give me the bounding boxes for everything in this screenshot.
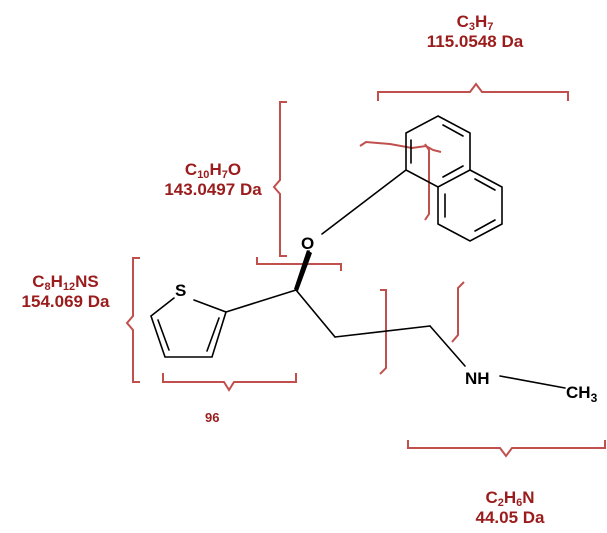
bond-chain-1 <box>295 289 336 338</box>
thiophene-ring-inner <box>157 317 220 352</box>
fragment-label-c3h7: C3H7 115.0548 Da <box>400 12 550 52</box>
cut-mark-chain-2 <box>451 281 465 343</box>
atom-sulfur: S <box>175 281 186 300</box>
naphthalene-ring-b-inner <box>444 178 496 232</box>
fragment-brackets <box>125 82 606 458</box>
bond-nh-ch3 <box>499 375 566 389</box>
naphthalene-ring-a-inner <box>410 124 464 178</box>
atom-amine: NH <box>465 369 490 388</box>
atom-methyl: CH3 <box>566 383 598 405</box>
bracket-c3h7 <box>377 82 569 101</box>
fragment-formula-c3h7: C3H7 <box>456 12 494 33</box>
fragment-label-c8h12ns: C8H12NS 154.069 Da <box>3 272 128 312</box>
atom-oxygen: O <box>301 234 314 253</box>
bracket-c2h6n <box>407 440 606 458</box>
cut-mark-o-top <box>256 257 342 271</box>
bracket-thiophene <box>162 373 297 392</box>
bracket-c10h7o <box>272 101 287 257</box>
atom-methyl-sub: 3 <box>591 391 598 405</box>
fragment-mass-c3h7: 115.0548 Da <box>426 32 524 51</box>
fragment-formula-c2h6n: C2H6N <box>485 488 535 509</box>
cut-mark-ring-left <box>359 140 442 153</box>
bonds <box>150 115 566 389</box>
fragment-label-c10h7o: C10H7O 143.0497 Da <box>143 160 283 200</box>
fragment-mass-c8h12ns: 154.069 Da <box>21 292 110 311</box>
naphthalene-ring-b <box>437 169 503 242</box>
fragment-formula-c10h7o: C10H7O <box>184 160 242 181</box>
cut-mark-chain-1 <box>379 289 387 375</box>
fragment-mass-c2h6n: 44.05 Da <box>475 508 545 527</box>
fragment-label-c2h6n: C2H6N 44.05 Da <box>460 488 560 528</box>
fragment-mass-c10h7o: 143.0497 Da <box>164 180 262 199</box>
atom-methyl-main: CH <box>566 383 591 402</box>
bond-o-naph <box>321 169 407 235</box>
bond-chiral-thiophene <box>225 289 297 313</box>
bond-chain-3 <box>429 325 466 367</box>
bond-chain-2 <box>334 325 431 338</box>
stereo-wedge <box>294 250 312 291</box>
thiophene-ring <box>150 297 227 358</box>
fragment-label-thiophene: 96 <box>205 410 220 425</box>
fragment-formula-c8h12ns: C8H12NS <box>32 272 99 293</box>
bracket-c8h12ns <box>125 257 140 383</box>
